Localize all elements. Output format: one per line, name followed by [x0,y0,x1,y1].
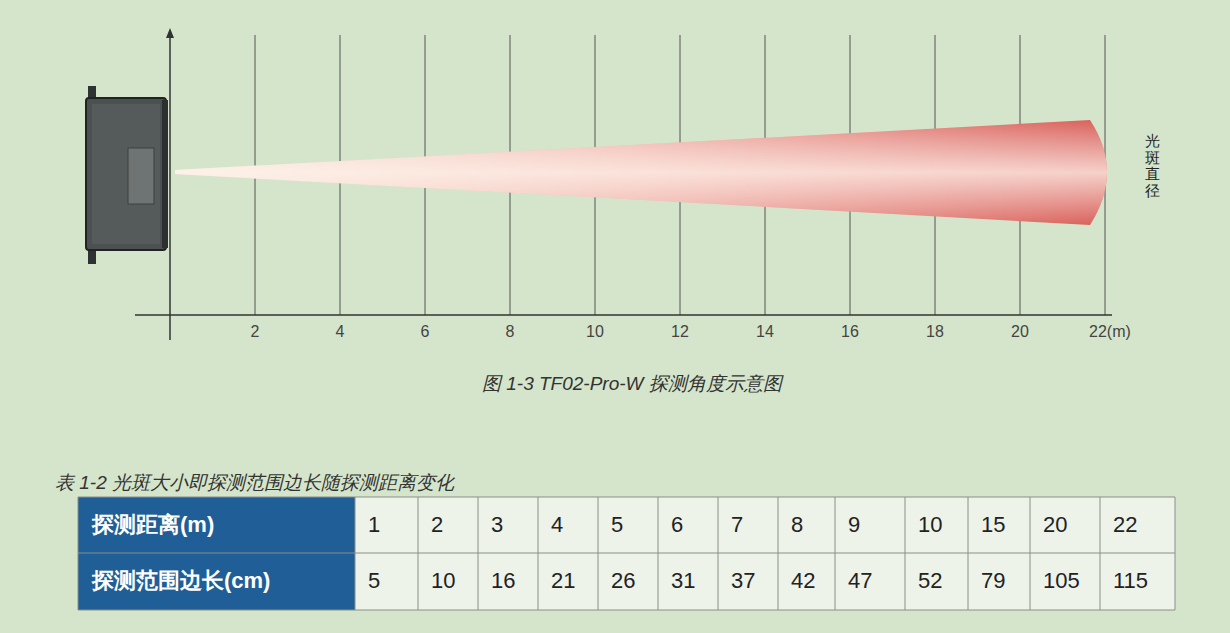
laser-beam [175,120,1107,225]
table-cell: 20 [1043,497,1067,553]
table-rule [355,497,356,610]
table-rule [78,497,1175,498]
table-rule [658,497,659,610]
table-cell: 15 [981,497,1005,553]
table-cell: 1 [368,497,380,553]
table-rule [1175,497,1176,610]
table-rule [778,497,779,610]
table-cell: 3 [491,497,503,553]
axis-tick-label: 4 [310,321,370,343]
table-cell: 7 [731,497,743,553]
table-cell: 8 [791,497,803,553]
axis-tick-label: 6 [395,321,455,343]
table-cell: 6 [671,497,683,553]
table-header: 探测范围边长(cm) [92,553,270,609]
y-axis [169,34,171,340]
table-cell: 5 [611,497,623,553]
table-rule [905,497,906,610]
table-title: 表 1-2 光斑大小即探测范围边长随探测距离变化 [55,470,454,496]
table-rule [78,610,1175,611]
beam-highlight [175,120,1107,225]
axis-arrow [166,28,174,38]
table-rule [598,497,599,610]
table-rule [718,497,719,610]
x-axis [135,314,1112,316]
axis-tick-label: 10 [565,321,625,343]
sensor-device [86,86,168,264]
table-cell: 10 [431,553,455,609]
table-cell: 115 [1113,553,1148,609]
table-cell: 10 [918,497,942,553]
table-cell: 37 [731,553,755,609]
table-cell: 22 [1113,497,1137,553]
table-cell: 105 [1043,553,1080,609]
axis-tick-label: 22(m) [1089,321,1159,343]
table-cell: 47 [848,553,872,609]
table-cell: 21 [551,553,575,609]
axis-tick-label: 18 [905,321,965,343]
table-cell: 16 [491,553,515,609]
axis-tick-label: 2 [225,321,285,343]
beam-diameter-label: 光斑直径 [1145,133,1160,199]
table-cell: 5 [368,553,380,609]
table-rule [1030,497,1031,610]
axis-tick-label: 16 [820,321,880,343]
table-cell: 26 [611,553,635,609]
table-cell: 52 [918,553,942,609]
table-rule [1100,497,1101,610]
table-rule [968,497,969,610]
axis-tick-label: 20 [990,321,1050,343]
table-rule [478,497,479,610]
table-header: 探测距离(m) [92,497,214,553]
figure-caption: 图 1-3 TF02-Pro-W 探测角度示意图 [482,371,782,397]
table-grid [78,497,1175,610]
table-rule [538,497,539,610]
table-rule [835,497,836,610]
table-cell: 42 [791,553,815,609]
axis-tick-label: 14 [735,321,795,343]
table-cell: 9 [848,497,860,553]
axis-tick-label: 8 [480,321,540,343]
table-cell: 31 [671,553,695,609]
table-cell: 79 [981,553,1005,609]
table-rule [418,497,419,610]
table-cell: 4 [551,497,563,553]
axis-tick-label: 12 [650,321,710,343]
table-cell: 2 [431,497,443,553]
table-rule [78,497,79,610]
table-rule [78,553,1175,554]
